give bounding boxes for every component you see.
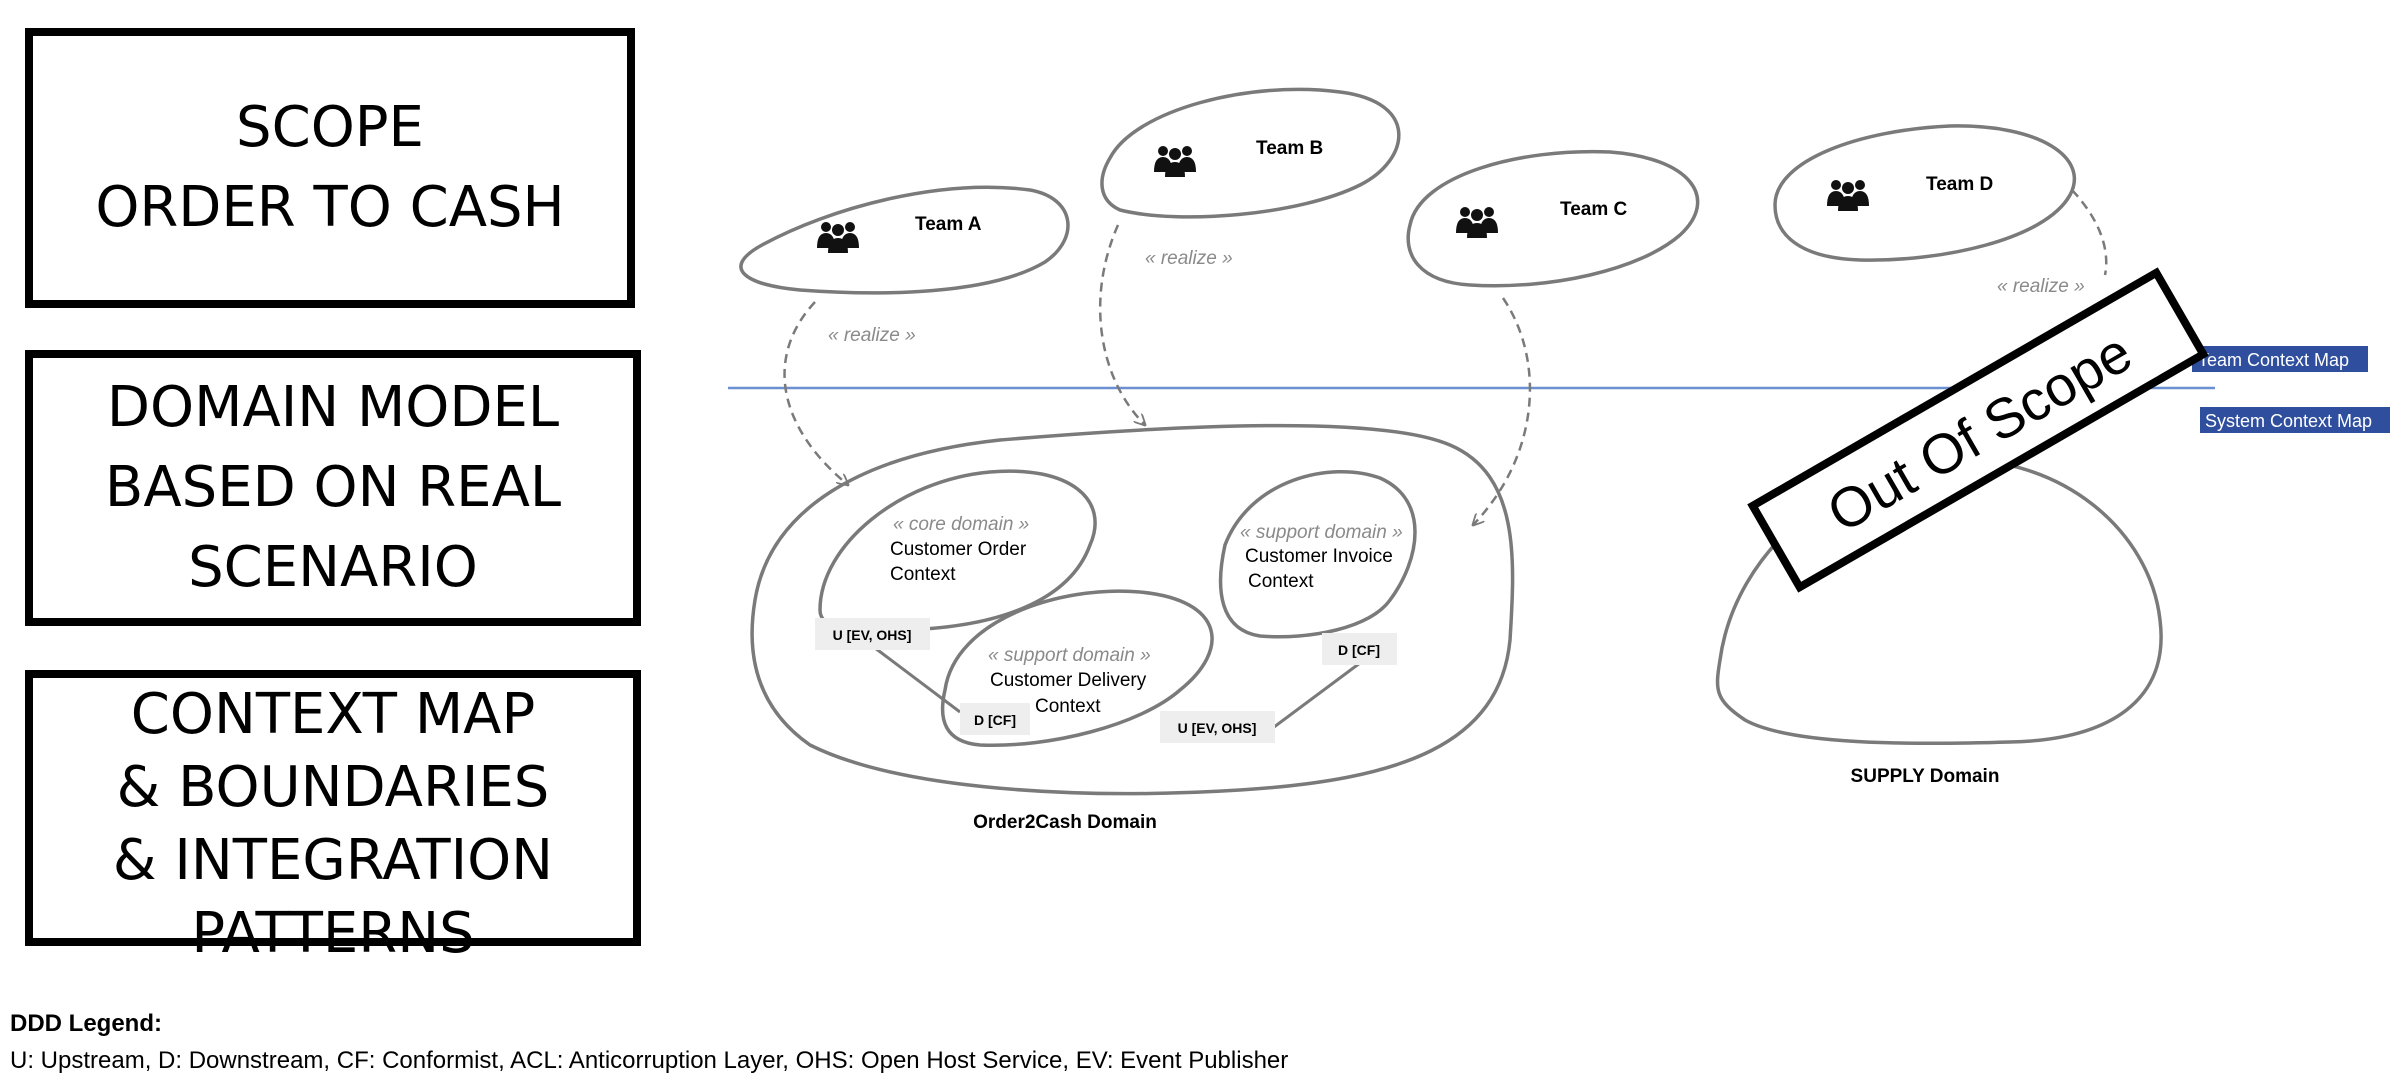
order2cash-domain-shape [750, 423, 1515, 796]
team-b-label: Team B [1256, 138, 1323, 159]
delivery-context-name-line1: Customer Delivery [990, 670, 1147, 691]
realize-label-d: « realize » [1997, 276, 2085, 297]
invoice-context-name-line1: Customer Invoice [1245, 546, 1393, 567]
delivery-downstream-tag [960, 703, 1030, 735]
realize-arrow-c [1473, 297, 1532, 525]
order-context-name-line1: Customer Order [890, 539, 1027, 560]
domain-model-line-1: DOMAIN MODEL [106, 375, 560, 440]
legend-title: DDD Legend: [10, 1010, 162, 1037]
team-d-bubble [1773, 124, 2077, 262]
customer-invoice-context-shape [1218, 470, 1417, 639]
order2cash-domain-label: Order2Cash Domain [973, 812, 1157, 833]
team-c-label: Team C [1560, 199, 1628, 220]
order-context-name-line2: Context [890, 564, 956, 585]
out-of-scope-text: Out Of Scope [1817, 320, 2142, 544]
scope-box: SCOPE ORDER TO CASH [25, 28, 635, 308]
invoice-relationship-line [1269, 661, 1361, 732]
context-map-line-3: & INTEGRATION [112, 828, 554, 893]
realize-arrow-d [2071, 189, 2108, 276]
team-c-bubble [1406, 149, 1700, 288]
system-context-map-label: System Context Map [2205, 411, 2372, 431]
context-map-line-2: & BOUNDARIES [116, 755, 550, 820]
domain-model-line-2: BASED ON REAL [104, 455, 562, 520]
context-map-diagram: Team A Team B Team C Team D « realize » … [728, 87, 2390, 833]
realize-arrow-b [1098, 224, 1145, 425]
legend-text: U: Upstream, D: Downstream, CF: Conformi… [10, 1047, 1289, 1074]
invoice-context-name-line2: Context [1248, 571, 1314, 592]
invoice-context-stereotype: « support domain » [1240, 522, 1403, 543]
realize-arrow-a [783, 301, 848, 485]
scope-line-2: ORDER TO CASH [95, 175, 565, 240]
team-d-label: Team D [1926, 174, 1993, 195]
team-a-bubble [739, 185, 1070, 295]
invoice-upstream-tag [1160, 711, 1275, 743]
team-context-map-label-bg [2192, 346, 2368, 372]
delivery-context-stereotype: « support domain » [988, 645, 1151, 666]
delivery-downstream-tag-text: D [CF] [974, 712, 1016, 728]
system-context-map-label-bg [2200, 407, 2390, 433]
order-upstream-tag-text: U [EV, OHS] [833, 627, 912, 643]
team-b-bubble [1100, 87, 1401, 219]
scope-line-1: SCOPE [236, 95, 424, 160]
invoice-upstream-tag-text: U [EV, OHS] [1178, 720, 1257, 736]
invoice-downstream-tag [1322, 633, 1397, 665]
invoice-downstream-tag-text: D [CF] [1338, 642, 1380, 658]
order-upstream-tag [815, 618, 930, 650]
context-map-box: CONTEXT MAP & BOUNDARIES & INTEGRATION P… [25, 670, 641, 966]
context-map-line-4: PATTERNS [191, 901, 475, 966]
supply-domain-label: SUPPLY Domain [1851, 766, 2000, 787]
domain-model-line-3: SCENARIO [188, 535, 478, 600]
context-map-line-1: CONTEXT MAP [130, 682, 536, 747]
out-of-scope-banner: Out Of Scope [1747, 267, 2209, 593]
domain-model-box: DOMAIN MODEL BASED ON REAL SCENARIO [25, 350, 641, 626]
order-delivery-relationship-line [874, 646, 961, 714]
realize-label-a: « realize » [828, 325, 916, 346]
realize-label-b: « realize » [1145, 248, 1233, 269]
delivery-context-name-line2: Context [1035, 696, 1101, 717]
order-context-stereotype: « core domain » [893, 514, 1029, 535]
team-context-map-label: Team Context Map [2198, 350, 2349, 370]
team-a-label: Team A [915, 214, 982, 235]
